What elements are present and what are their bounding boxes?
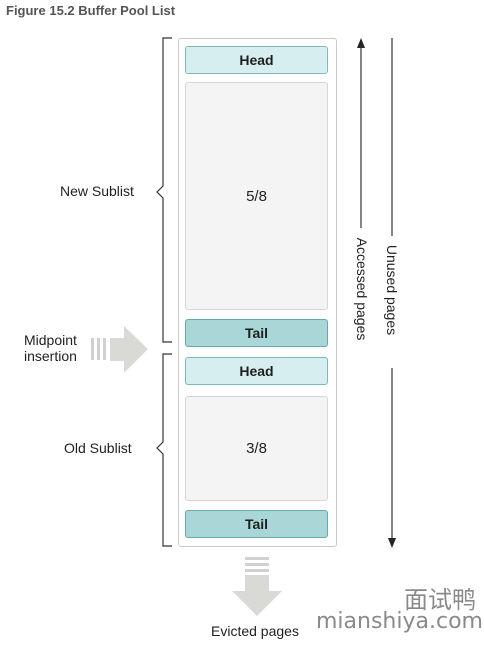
midpoint-line1: Midpoint	[24, 332, 77, 348]
midpoint-line2: insertion	[24, 348, 77, 364]
midpoint-insertion-label: Midpoint insertion	[24, 332, 77, 364]
accessed-pages-arrow-icon	[357, 38, 365, 228]
watermark-en: mianshiya.com	[316, 609, 483, 634]
unused-pages-arrow-icon	[388, 38, 396, 548]
figure-title: Figure 15.2 Buffer Pool List	[6, 3, 176, 18]
old-sublist-label: Old Sublist	[64, 440, 132, 456]
midpoint-arrow-icon	[91, 326, 148, 373]
new-sublist-fraction: 5/8	[185, 82, 328, 310]
old-sublist-brace	[156, 353, 172, 547]
evicted-pages-label: Evicted pages	[211, 623, 299, 639]
sublist-braces	[156, 37, 172, 547]
new-tail-box: Tail	[185, 319, 328, 347]
unused-pages-label: Unused pages	[384, 244, 400, 336]
new-sublist-brace	[156, 37, 172, 343]
old-tail-box: Tail	[185, 510, 328, 538]
accessed-pages-label: Accessed pages	[354, 237, 370, 341]
new-sublist-label: New Sublist	[60, 183, 134, 199]
evicted-arrow-icon	[232, 557, 282, 616]
old-sublist-fraction: 3/8	[185, 396, 328, 501]
old-head-box: Head	[185, 357, 328, 385]
watermark-cn: 面试鸭	[404, 586, 476, 614]
new-head-box: Head	[185, 46, 328, 74]
